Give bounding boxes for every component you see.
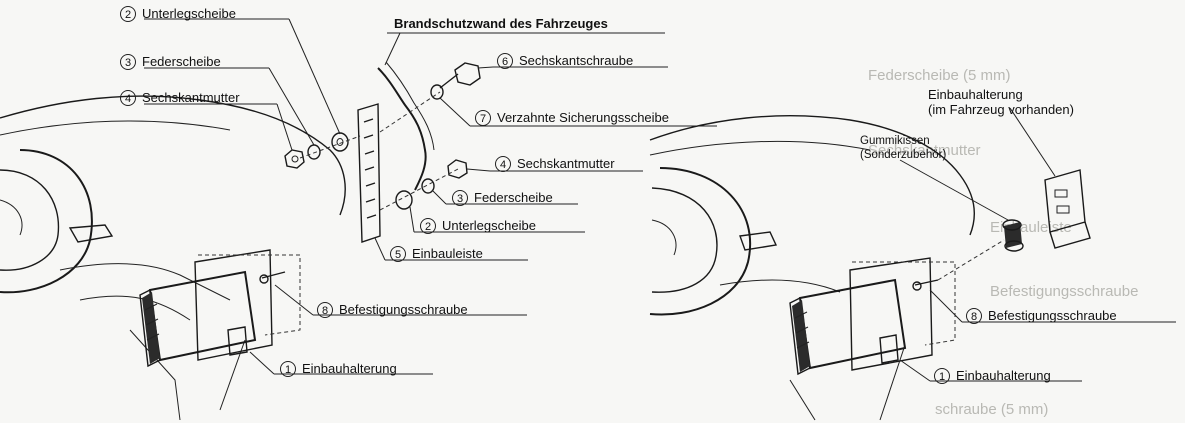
verzahnte-sicherungsscheibe-part bbox=[430, 84, 444, 100]
ghost-text-5: schraube (5 mm) bbox=[935, 401, 1048, 418]
radio-front-grille-right bbox=[792, 300, 810, 372]
radio-unit-right bbox=[798, 278, 907, 370]
label-gummikissen-2: (Sonderzubehör) bbox=[860, 149, 946, 161]
federscheibe-part-right bbox=[421, 178, 435, 194]
steering-column-right bbox=[739, 231, 778, 251]
steering-wheel-right bbox=[649, 167, 752, 316]
label-federscheibe-right: 3 Federscheibe bbox=[452, 190, 553, 206]
mounting-cavity-left bbox=[194, 249, 273, 361]
federscheibe-part-top bbox=[307, 144, 321, 160]
left-labels: 2 Unterlegscheibe 3 Federscheibe 4 Sechs… bbox=[120, 6, 669, 377]
sechskantmutter-part-top bbox=[284, 149, 305, 169]
svg-text:Sechskantmutter: Sechskantmutter bbox=[142, 90, 240, 105]
befestigungsschraube-part-right bbox=[914, 279, 939, 286]
ghost-text-1: Federscheibe (5 mm) bbox=[868, 67, 1011, 84]
svg-text:Verzahnte Sicherungsscheibe: Verzahnte Sicherungsscheibe bbox=[497, 110, 669, 125]
label-sechskantmutter-top: 4 Sechskantmutter bbox=[120, 90, 240, 106]
einbauleiste-slots bbox=[363, 118, 377, 219]
label-federscheibe-top: 3 Federscheibe bbox=[120, 54, 221, 70]
einbauleiste-part bbox=[357, 103, 381, 243]
label-gummikissen-1: Gummikissen bbox=[860, 135, 930, 147]
svg-text:4: 4 bbox=[125, 93, 131, 105]
brandschutzwand-part bbox=[377, 67, 427, 191]
svg-text:2: 2 bbox=[425, 221, 431, 233]
svg-text:2: 2 bbox=[125, 9, 131, 21]
svg-text:Einbauhalterung: Einbauhalterung bbox=[956, 368, 1051, 383]
svg-text:7: 7 bbox=[480, 113, 486, 125]
svg-text:1: 1 bbox=[285, 364, 291, 376]
svg-text:Sechskantschraube: Sechskantschraube bbox=[519, 53, 633, 68]
label-befestigungsschraube-left: 8 Befestigungsschraube bbox=[317, 302, 468, 318]
right-illustration bbox=[649, 107, 1176, 421]
svg-text:Brandschutzwand des Fahrzeuges: Brandschutzwand des Fahrzeuges bbox=[394, 16, 608, 31]
svg-text:Unterlegscheibe: Unterlegscheibe bbox=[442, 218, 536, 233]
svg-text:Federscheibe: Federscheibe bbox=[474, 190, 553, 205]
svg-text:Federscheibe: Federscheibe bbox=[142, 54, 221, 69]
svg-text:Unterlegscheibe: Unterlegscheibe bbox=[142, 6, 236, 21]
svg-text:3: 3 bbox=[457, 193, 463, 205]
svg-text:8: 8 bbox=[322, 305, 328, 317]
dashboard-top-line-right bbox=[649, 115, 975, 236]
label-sechskantschraube: 6 Sechskantschraube bbox=[497, 53, 633, 69]
befestigungsschraube-part-left bbox=[261, 271, 286, 279]
gummikissen-part bbox=[1002, 219, 1024, 252]
label-einbauhalterung-fahrzeug-2: (im Fahrzeug vorhanden) bbox=[928, 102, 1074, 117]
svg-text:8: 8 bbox=[971, 311, 977, 323]
label-sechskantmutter-right: 4 Sechskantmutter bbox=[495, 156, 615, 172]
bleed-through-text: Federscheibe (5 mm) Sechskantmutter Einb… bbox=[868, 67, 1138, 418]
label-befestigungsschraube-right: 8 Befestigungsschraube bbox=[966, 308, 1117, 324]
sechskantschraube-part bbox=[454, 62, 481, 86]
sechskantmutter-part-right bbox=[447, 159, 468, 179]
svg-text:6: 6 bbox=[502, 56, 508, 68]
label-verzahnte-sicherungsscheibe: 7 Verzahnte Sicherungsscheibe bbox=[475, 110, 669, 126]
ghost-text-2: Sechskantmutter bbox=[868, 142, 981, 159]
svg-text:Einbauhalterung: Einbauhalterung bbox=[302, 361, 397, 376]
label-brandschutzwand: Brandschutzwand des Fahrzeuges bbox=[394, 16, 608, 31]
label-unterlegscheibe-top: 2 Unterlegscheibe bbox=[120, 6, 236, 22]
label-einbauleiste: 5 Einbauleiste bbox=[390, 246, 483, 262]
svg-text:1: 1 bbox=[939, 371, 945, 383]
svg-text:5: 5 bbox=[395, 249, 401, 261]
svg-text:3: 3 bbox=[125, 57, 131, 69]
ghost-text-4: Befestigungsschraube bbox=[990, 283, 1138, 300]
steering-column-left bbox=[68, 224, 114, 243]
left-illustration bbox=[0, 18, 717, 421]
radio-unit-left bbox=[148, 270, 257, 362]
svg-text:Befestigungsschraube: Befestigungsschraube bbox=[339, 302, 468, 317]
dashboard-top-line bbox=[0, 95, 346, 216]
label-einbauhalterung-fahrzeug-1: Einbauhalterung bbox=[928, 87, 1023, 102]
unterlegscheibe-part-right bbox=[395, 190, 413, 210]
mounting-cavity-right bbox=[849, 257, 933, 371]
fahrzeug-einbauhalterung-part bbox=[1044, 169, 1091, 249]
svg-text:Sechskantmutter: Sechskantmutter bbox=[517, 156, 615, 171]
label-einbauhalterung-left: 1 Einbauhalterung bbox=[280, 361, 397, 377]
radio-front-grille-left bbox=[142, 292, 160, 364]
svg-text:Befestigungsschraube: Befestigungsschraube bbox=[988, 308, 1117, 323]
ghost-text-3: Einbauleiste bbox=[990, 219, 1072, 236]
label-einbauhalterung-right: 1 Einbauhalterung bbox=[934, 368, 1051, 384]
label-unterlegscheibe-right: 2 Unterlegscheibe bbox=[420, 218, 536, 234]
svg-text:Einbauleiste: Einbauleiste bbox=[412, 246, 483, 261]
right-labels: Einbauhalterung (im Fahrzeug vorhanden) … bbox=[860, 87, 1117, 384]
svg-text:4: 4 bbox=[500, 159, 506, 171]
unterlegscheibe-part-top bbox=[331, 132, 349, 152]
